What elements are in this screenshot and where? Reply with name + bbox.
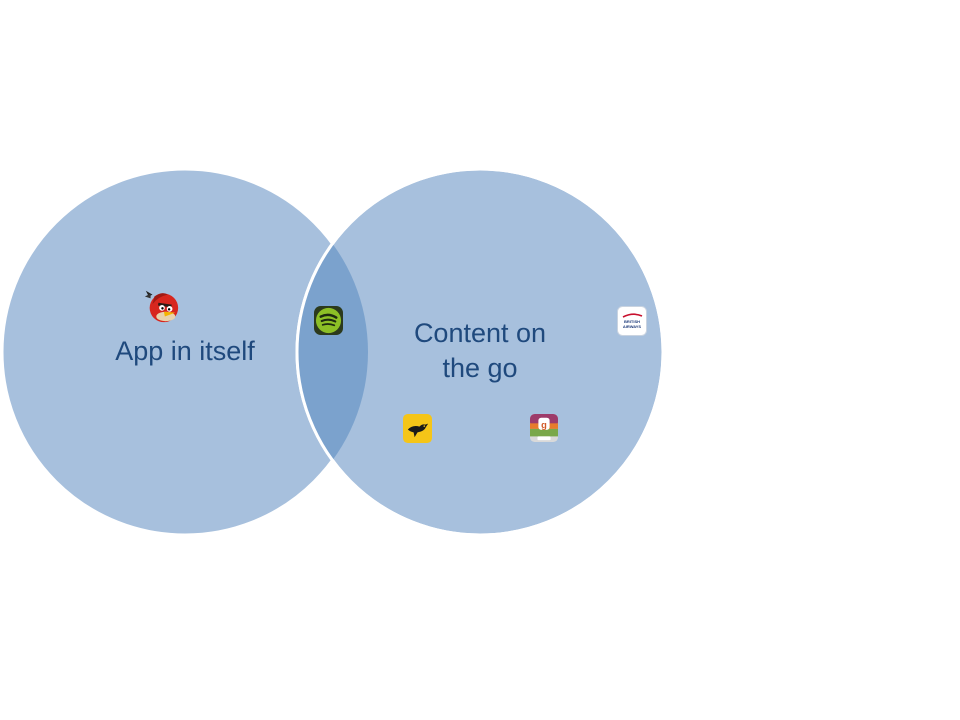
left-set-label: App in itself (115, 336, 255, 366)
foursquare-style-icon: g (530, 414, 558, 442)
spotify-icon (314, 306, 343, 335)
british-airways-icon: BRITISH AIRWAYS (617, 306, 647, 336)
right-circle-outline (295, 167, 665, 537)
british-airways-icon-text-2: AIRWAYS (623, 324, 642, 329)
british-airways-icon-text: BRITISH (624, 319, 640, 324)
foursquare-style-icon-glyph: g (541, 420, 547, 430)
angry-birds-icon (143, 287, 181, 325)
bird-app-icon (403, 414, 432, 443)
right-set-label: Content on the go (413, 318, 547, 383)
